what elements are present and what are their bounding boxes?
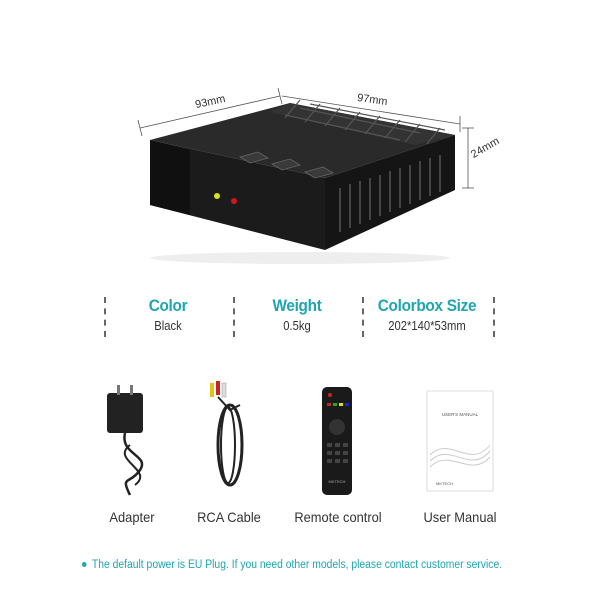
user-manual-image: USER'S MANUAL MKTECH bbox=[426, 390, 494, 492]
box-front bbox=[150, 140, 325, 250]
divider bbox=[362, 297, 364, 337]
dimension-lines bbox=[137, 87, 474, 189]
spec-color: Color Black bbox=[104, 296, 232, 333]
spec-title: Weight bbox=[272, 296, 322, 315]
status-led bbox=[231, 198, 237, 204]
accessory-label-rca-cable: RCA Cable bbox=[197, 509, 261, 525]
vent-pattern bbox=[284, 99, 446, 147]
svg-text:MKTECH: MKTECH bbox=[436, 481, 453, 486]
front-buttons bbox=[238, 151, 335, 179]
footer-note-text: The default power is EU Plug. If you nee… bbox=[91, 559, 503, 571]
spec-weight: Weight 0.5kg bbox=[233, 296, 361, 333]
divider bbox=[493, 297, 495, 337]
footer-note: The default power is EU Plug. If you nee… bbox=[82, 559, 502, 571]
svg-text:MKTECH: MKTECH bbox=[329, 479, 346, 484]
divider bbox=[104, 297, 106, 337]
spec-value: Black bbox=[154, 319, 182, 333]
power-led bbox=[214, 193, 220, 199]
spec-value: 0.5kg bbox=[283, 319, 311, 333]
spec-value: 202*140*53mm bbox=[388, 319, 466, 333]
spec-colorbox-size: Colorbox Size 202*140*53mm bbox=[363, 296, 491, 333]
remote-control-image: MKTECH bbox=[322, 387, 352, 495]
accessory-label-adapter: Adapter bbox=[109, 509, 155, 525]
rca-cable-image bbox=[210, 381, 244, 487]
accessory-label-manual: User Manual bbox=[423, 509, 497, 525]
divider bbox=[233, 297, 235, 337]
tv-box-illustration bbox=[137, 87, 474, 264]
accessories-illustration: MKTECH USER'S MANUAL MKTECH bbox=[107, 381, 494, 496]
bullet-icon bbox=[82, 562, 87, 568]
side-vents bbox=[339, 155, 441, 232]
spec-title: Color bbox=[148, 296, 188, 315]
svg-text:USER'S MANUAL: USER'S MANUAL bbox=[442, 412, 479, 417]
adapter-image bbox=[107, 385, 144, 496]
accessory-label-remote: Remote control bbox=[294, 509, 382, 525]
spec-title: Colorbox Size bbox=[377, 296, 477, 315]
